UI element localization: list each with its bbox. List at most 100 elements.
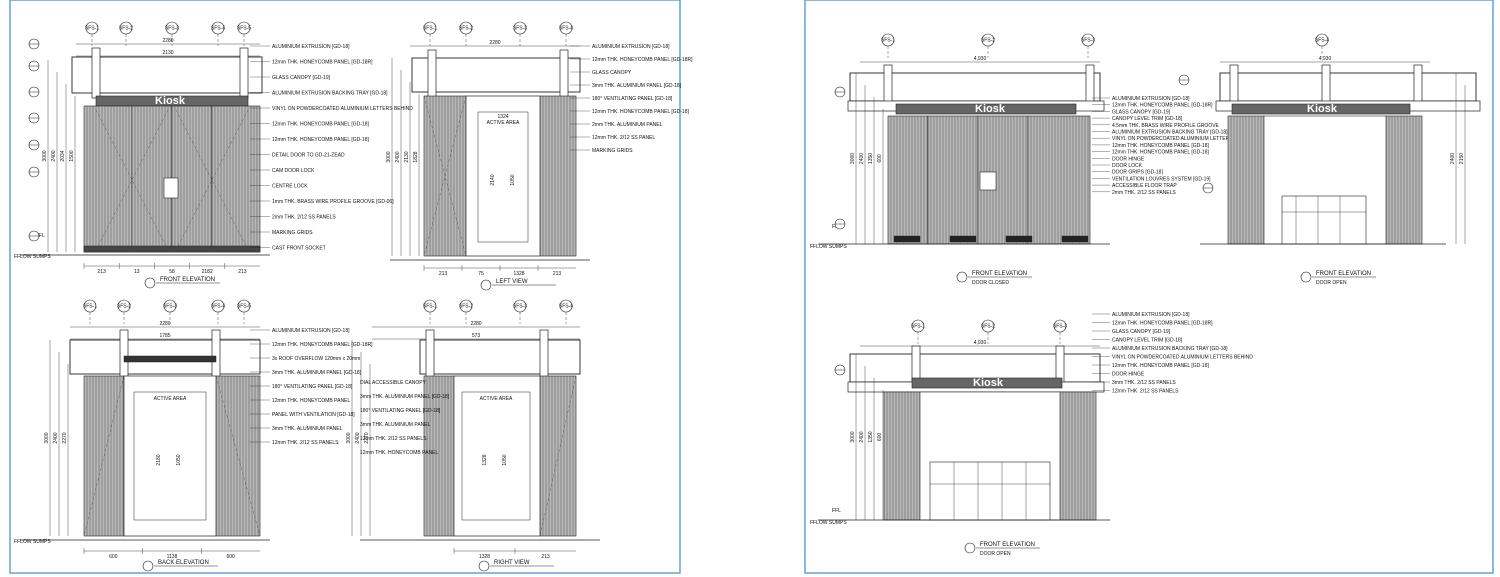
dim-text: 2182: [202, 269, 213, 275]
grid-label: SFS-2: [981, 38, 995, 44]
column-cap: [119, 329, 129, 379]
note: CANOPY LEVEL TRIM [GD-18]: [1112, 338, 1183, 344]
canopy-box: [1219, 72, 1477, 102]
title-bubble: [144, 277, 156, 289]
grid-label: SFS-1: [83, 304, 97, 310]
grid-label: SFS-4: [1315, 38, 1329, 44]
dim-text: 1050: [502, 454, 508, 465]
hatched-panel: [883, 391, 921, 521]
note: GLASS CANOPY [GD-19]: [1112, 109, 1171, 115]
grid-label: SFS-1: [911, 324, 925, 330]
note: 3mm THK. ALUMINIUM PANEL [GD-18]: [592, 83, 682, 89]
floor-label: FFLOW SUMPS: [810, 244, 847, 250]
note: 12mm THK. HONEYCOMB PANEL [GD-18]: [592, 109, 689, 115]
note: ALUMINIUM EXTRUSION BACKING TRAY [GD-18]: [1112, 130, 1228, 136]
door-swing: [95, 109, 169, 251]
dim-text: 213: [541, 554, 550, 560]
grid-bubble: SFS-1: [83, 299, 97, 324]
grid-bubble: SFS-1: [423, 21, 437, 46]
section-marker: [28, 60, 40, 72]
title-bubble: [964, 542, 976, 554]
note: 180° VENTILATING PANEL [GD-18]: [360, 408, 441, 414]
ffl-label: FFL: [832, 508, 841, 514]
title-bubble: [142, 560, 154, 572]
note: GLASS CANOPY [GD-19]: [1112, 329, 1171, 335]
note: CANOPY LEVEL TRIM [GD-18]: [1112, 116, 1183, 122]
active-area: [477, 111, 529, 243]
note: 12mm THK. 2/12 SS PANEL: [592, 135, 655, 141]
grid-label: SFS-3: [165, 26, 179, 32]
dim-text: 3000: [850, 153, 856, 164]
panel-diag: [83, 375, 125, 537]
grid-label: SFS-1: [423, 304, 437, 310]
view-title-text: FRONT ELEVATION: [160, 277, 215, 283]
floor-label: FFLOW SUMPS: [810, 520, 847, 526]
grid-label: SFS-2: [117, 304, 131, 310]
note: 3mm THK. 2/12 SS PANELS: [1112, 380, 1176, 386]
section-marker: [834, 86, 846, 98]
note: 180° VENTILATING PANEL [GD-18]: [592, 96, 673, 102]
hatched-panel: [539, 95, 577, 257]
dim-text: 213: [553, 271, 562, 277]
panel-fill: [1027, 115, 1091, 245]
panel-diag: [539, 375, 577, 537]
view-title-text: LEFT VIEW: [496, 279, 528, 285]
active-area: [133, 391, 207, 521]
section-marker: [28, 230, 40, 242]
note: 12mm THK. HONEYCOMB PANEL [GD-18]: [1112, 143, 1209, 149]
door-handle: [163, 177, 179, 199]
dim-text: 2280: [489, 40, 500, 46]
section-marker: [28, 38, 40, 50]
active-area-label: ACTIVE AREA: [487, 120, 520, 126]
column-cap: [559, 49, 569, 99]
view-title-text: BACK ELEVATION: [158, 560, 209, 566]
hatched-panel: [1027, 115, 1091, 245]
grid-bubble: SFS-4: [559, 21, 573, 46]
note: 180° VENTILATING PANEL [GD-18]: [272, 384, 353, 390]
dim-text: 600: [109, 554, 118, 560]
view-title-text: RIGHT VIEW: [494, 560, 530, 566]
vent-louvre: [1061, 235, 1089, 243]
note: ALUMINIUM EXTRUSION BACKING TRAY [GD-18]: [272, 91, 388, 97]
interior-cabinet: [1281, 195, 1367, 245]
column-cap: [211, 329, 221, 379]
grid-label: SFS-5: [237, 26, 251, 32]
note: 4.5mm THK. BRASS WIRE PROFILE GROOVE: [1112, 123, 1220, 129]
dim-text: 58: [169, 269, 175, 275]
column-cap: [427, 49, 437, 99]
note: DETAIL DOOR TO GD-21-ZEAD: [272, 153, 345, 159]
dim-text: 1328: [479, 554, 490, 560]
note: DOOR GRIPS [GD-18]: [1112, 170, 1163, 176]
note: 1mm THK. BRASS WIRE PROFILE GROOVE [GD-0…: [272, 199, 394, 205]
dim-text: 2140: [490, 174, 496, 185]
door-swing: [175, 109, 249, 251]
view-title: BACK ELEVATION: [142, 560, 218, 572]
hatched-panel: [83, 105, 133, 253]
grid-label: SFS-4: [559, 304, 573, 310]
dim-text: 2034: [60, 150, 66, 161]
column-cap: [539, 329, 549, 379]
note: DOOR HINGE: [1112, 156, 1145, 162]
sign-band: [1231, 103, 1411, 115]
note: ALUMINIUM EXTRUSION [GD-18]: [272, 328, 350, 334]
grid-label: SFS-3: [513, 26, 527, 32]
dim-text: 2400: [859, 431, 865, 442]
note: 12mm THK. HONEYCOMB PANEL [GD-18]: [1112, 150, 1209, 156]
note: MARKING GRIDS: [592, 148, 633, 154]
dim-text: 3000: [42, 150, 48, 161]
panel-fill: [887, 115, 929, 245]
active-area-label: ACTIVE AREA: [480, 396, 513, 402]
note: VENTILATION LOUVRES SYSTEM [GD-19]: [1112, 176, 1211, 182]
dim-text: 213: [439, 271, 448, 277]
dim-text: 1324: [497, 114, 508, 120]
grid-label: SFS-4: [211, 304, 225, 310]
grid-label: SFS-3: [513, 304, 527, 310]
grid-bubble: SFS-2: [981, 319, 995, 344]
view-subtitle-text: DOOR CLOSED: [972, 280, 1009, 286]
door-handle: [979, 171, 997, 191]
dim-text: 2130: [404, 151, 410, 162]
